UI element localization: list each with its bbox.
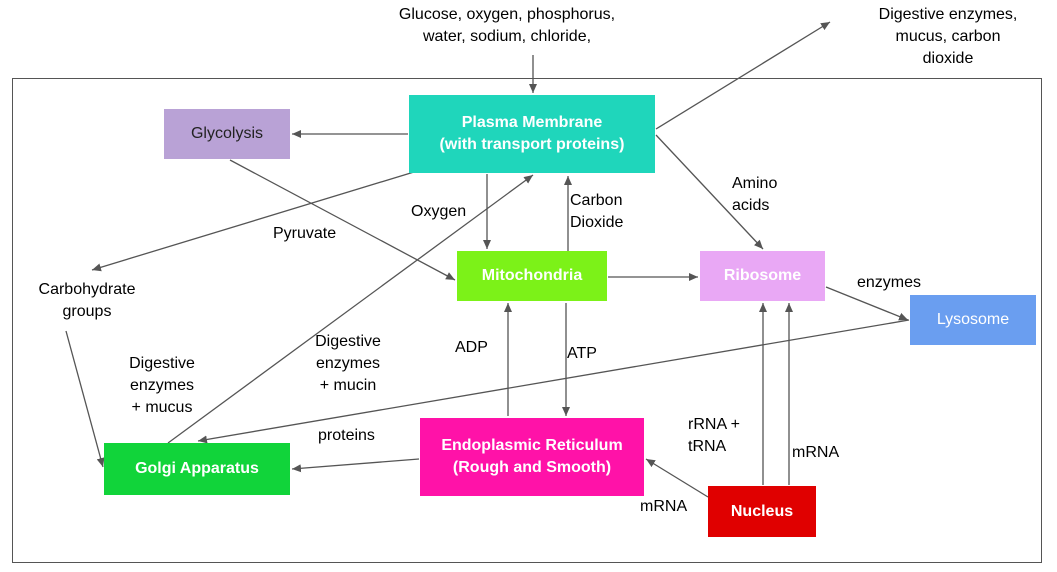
- nucleus-label: Nucleus: [730, 502, 794, 520]
- golgi-apparatus-label: Golgi Apparatus: [135, 460, 259, 477]
- lysosome-box: Lysosome: [910, 295, 1036, 345]
- atp-label: ATP: [567, 345, 597, 362]
- cell-boundary: [12, 78, 1042, 563]
- nucleus-box: Nucleus: [708, 486, 816, 537]
- enzymes-label: enzymes: [857, 274, 922, 291]
- mrna-bottom-label: mRNA: [640, 498, 688, 515]
- plasma-to-outputs-arrow: [655, 21, 831, 130]
- adp-label: ADP: [455, 339, 488, 356]
- glycolysis-label: Glycolysis: [190, 125, 263, 142]
- carbon-dioxide-label: Carbon Dioxide: [570, 192, 624, 231]
- er-to-golgi-arrow: [291, 458, 420, 473]
- plasma-to-ribosome-arrow: [655, 134, 764, 250]
- golgi-to-plasma-arrow: [167, 174, 534, 444]
- carbohydrate-groups-label: Carbohydrate groups: [38, 281, 136, 320]
- golgi-apparatus-box: Golgi Apparatus: [104, 443, 290, 495]
- ribosome-to-lysosome-arrow: [825, 286, 909, 321]
- ribosome-label: Ribosome: [723, 267, 802, 284]
- lysosome-label: Lysosome: [936, 311, 1010, 328]
- digestive-enzymes-mucin-label: Digestive enzymes + mucin: [315, 333, 381, 394]
- plasma-membrane-label: Plasma Membrane (with transport proteins…: [439, 114, 625, 153]
- mitochondria-label: Mitochondria: [481, 267, 583, 284]
- digestive-enzymes-mucus-label: Digestive enzymes + mucus: [129, 355, 195, 416]
- ribosome-box: Ribosome: [700, 251, 825, 301]
- rrna-trna-label: rRNA + tRNA: [688, 416, 741, 455]
- nucleus-to-er-arrow: [645, 458, 709, 498]
- endoplasmic-reticulum-box: Endoplasmic Reticulum (Rough and Smooth): [420, 418, 644, 496]
- proteins-label: proteins: [318, 427, 375, 444]
- mrna-right-label: mRNA: [792, 444, 840, 461]
- endoplasmic-reticulum-label: Endoplasmic Reticulum (Rough and Smooth): [441, 437, 623, 476]
- mitochondria-box: Mitochondria: [457, 251, 607, 301]
- lysosome-to-golgi-arrow: [197, 319, 910, 444]
- outputs-label: Digestive enzymes, mucus, carbon dioxide: [878, 6, 1018, 67]
- plasma-membrane-box: Plasma Membrane (with transport proteins…: [409, 95, 655, 173]
- amino-acids-label: Amino acids: [732, 175, 778, 214]
- oxygen-label: Oxygen: [411, 203, 467, 220]
- glycolysis-box: Glycolysis: [164, 109, 290, 159]
- plasma-to-carbohydrate-arrow: [91, 171, 415, 272]
- inputs-label: Glucose, oxygen, phosphorus, water, sodi…: [398, 6, 616, 45]
- carbohydrate-to-golgi-arrow: [65, 330, 105, 468]
- pyruvate-label: Pyruvate: [273, 225, 337, 242]
